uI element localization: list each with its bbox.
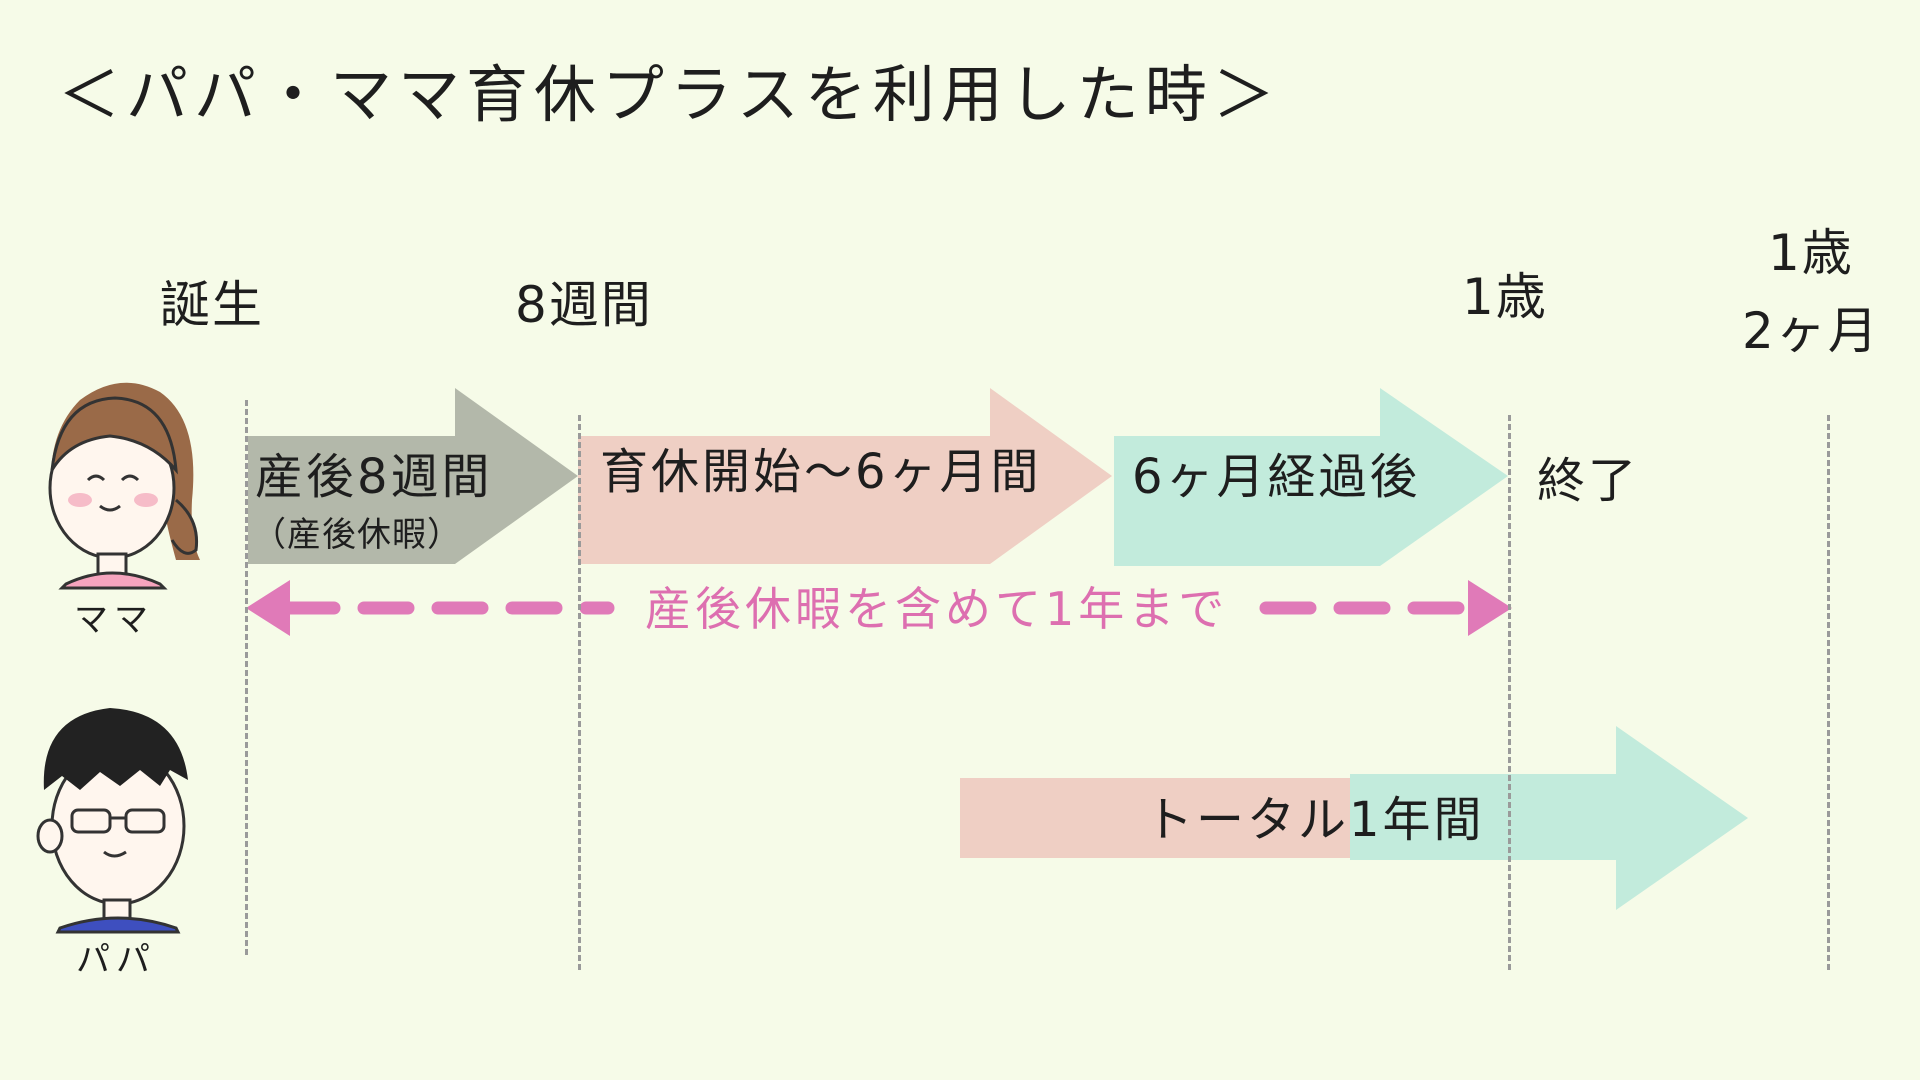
timeline-divider-one-year-two-months: [1827, 415, 1830, 970]
span-arrow: [246, 580, 1512, 636]
papa-bar-mint-arrow: [1350, 726, 1748, 910]
mama-segment2-label: 育休開始〜6ヶ月間: [600, 444, 1042, 500]
mama-avatar: [48, 382, 201, 590]
milestone-eight-weeks: 8週間: [515, 276, 653, 334]
mama-segment3-label: 6ヶ月経過後: [1132, 449, 1421, 505]
mama-name-label: ママ: [74, 600, 154, 640]
mama-segment2-arrow: [578, 388, 1112, 564]
milestone-one-year-two-months: 1歳 2ヶ月: [1742, 215, 1880, 370]
papa-avatar: [36, 708, 188, 934]
milestone-14m-line2: 2ヶ月: [1742, 301, 1880, 360]
span-arrow-right-head: [1468, 580, 1512, 636]
mama-segment1-arrow: [248, 388, 578, 564]
milestone-birth: 誕生: [160, 276, 264, 334]
milestone-14m-line1: 1歳: [1768, 224, 1854, 282]
timeline-divider-eight-weeks: [578, 415, 581, 970]
span-arrow-left-head: [246, 580, 290, 636]
page-title: ＜パパ・ママ育休プラスを利用した時＞: [58, 58, 1281, 131]
papa-bar-pink: [960, 778, 1352, 858]
mama-segment1-label: 産後8週間: [255, 449, 493, 505]
timeline-divider-one-year: [1508, 415, 1511, 970]
papa-name-label: パパ: [76, 940, 156, 980]
mama-end-label: 終了: [1537, 453, 1640, 509]
milestone-one-year: 1歳: [1462, 268, 1548, 326]
papa-bar-label: トータル1年間: [1145, 792, 1485, 848]
span-note: 産後休暇を含めて1年まで: [645, 582, 1229, 636]
mama-segment3-arrow: [1114, 388, 1508, 566]
timeline-divider-birth: [245, 400, 248, 955]
mama-segment1-sublabel: （産後休暇）: [252, 515, 462, 555]
